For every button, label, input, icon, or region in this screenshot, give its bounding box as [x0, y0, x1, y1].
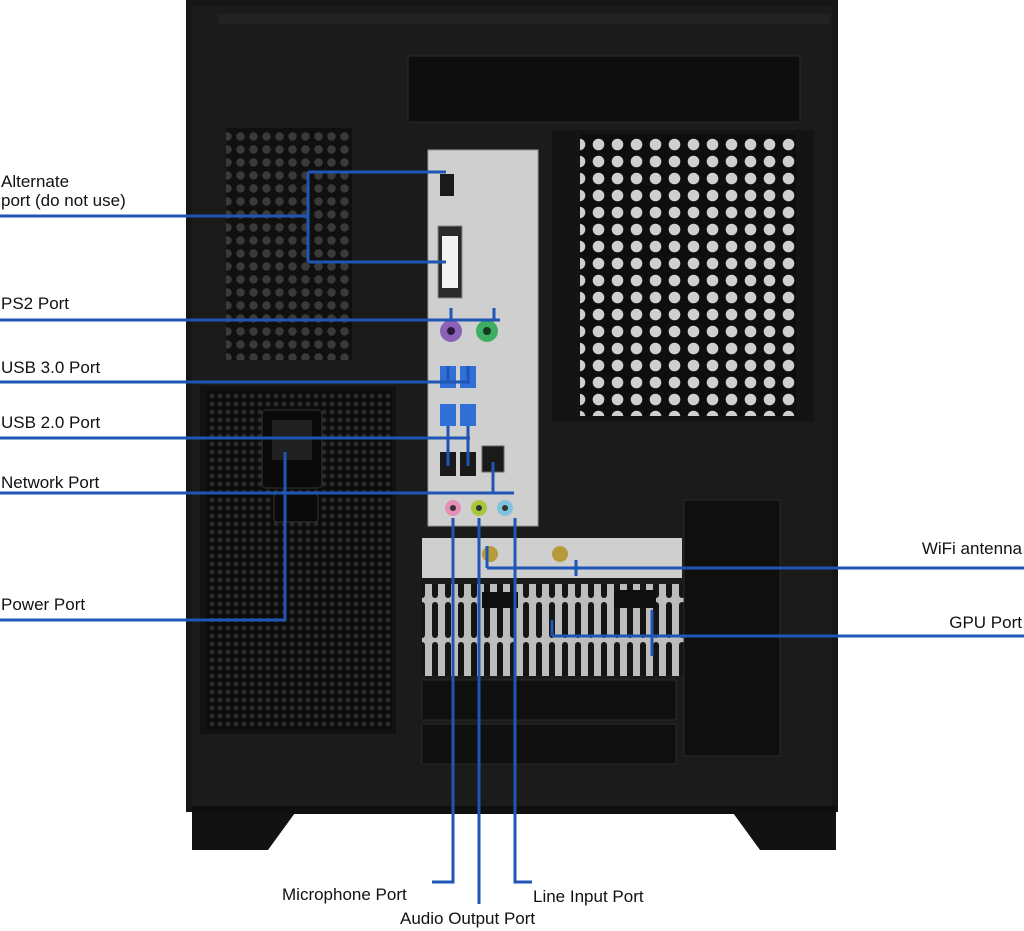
rear-fan-grill	[552, 130, 814, 422]
slot-bracket-retainer	[683, 499, 781, 757]
label-alternate-port: Alternate port (do not use)	[1, 172, 126, 210]
power-supply	[200, 386, 396, 734]
label-microphone-port: Microphone Port	[282, 885, 407, 904]
leader-power	[0, 452, 287, 622]
label-ps2-port: PS2 Port	[1, 294, 70, 313]
gpu-hdmi	[614, 590, 656, 608]
label-power-port: Power Port	[1, 595, 86, 614]
top-rear-cover	[407, 55, 801, 123]
empty-slot-cover	[421, 679, 677, 721]
wifi-antenna-connector	[482, 546, 498, 562]
leader-lines	[0, 170, 1024, 904]
gpu-displayport	[482, 592, 518, 608]
label-wifi-antenna: WiFi antenna	[921, 539, 1022, 558]
label-usb20-port: USB 2.0 Port	[1, 413, 101, 432]
expansion-slots	[421, 499, 781, 765]
usb30-port	[460, 404, 476, 426]
label-network-port: Network Port	[1, 473, 100, 492]
wifi-card-bracket	[422, 538, 682, 578]
io-shield	[427, 149, 539, 527]
side-vent	[226, 128, 352, 360]
leader-microphone	[432, 518, 455, 884]
label-usb30-port: USB 3.0 Port	[1, 358, 101, 377]
wifi-antenna-connector	[552, 546, 568, 562]
empty-slot-cover	[421, 723, 677, 765]
label-gpu-port: GPU Port	[949, 613, 1022, 632]
label-audio-output-port: Audio Output Port	[400, 909, 536, 928]
leader-line-input	[513, 518, 532, 884]
usb30-port	[440, 404, 456, 426]
label-line-input-port: Line Input Port	[533, 887, 644, 906]
hdmi-port	[440, 174, 454, 196]
